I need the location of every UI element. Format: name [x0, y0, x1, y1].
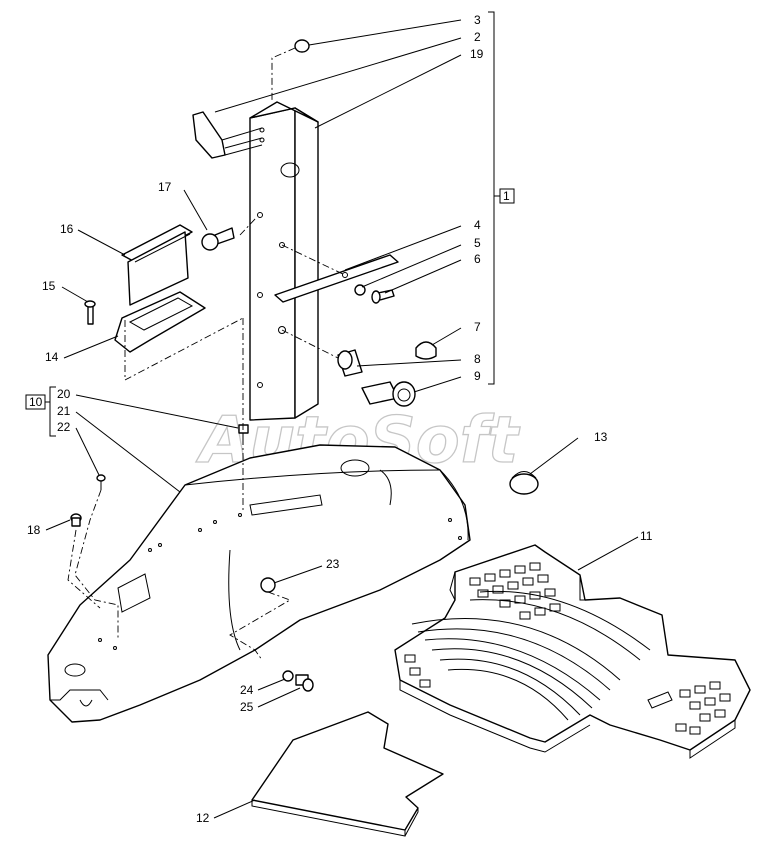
bracket-part [192, 111, 263, 159]
screw-17-part [201, 227, 235, 251]
callout-5: 5 [474, 236, 481, 250]
callout-3: 3 [474, 13, 481, 27]
callout-17: 17 [158, 180, 172, 194]
washer-24-part [282, 670, 294, 682]
callout-2: 2 [474, 30, 481, 44]
box-16-part [121, 224, 193, 306]
callout-1: 1 [503, 189, 510, 203]
group-bracket-10 [25, 386, 56, 437]
bushing-8-part [337, 349, 363, 377]
bezel-14-part [114, 291, 206, 353]
floor-mat-part [251, 711, 444, 837]
callout-labels: 3 2 19 1 17 16 15 14 4 5 6 7 8 9 10 20 2… [27, 13, 653, 825]
callout-12: 12 [196, 811, 210, 825]
callout-25: 25 [240, 700, 254, 714]
callout-4: 4 [474, 218, 481, 232]
screw-6-part [371, 289, 395, 304]
cowl-panel-part [47, 444, 471, 723]
knob-7-part [415, 341, 437, 360]
screw-15-part [84, 300, 96, 325]
nut-23-part [260, 577, 276, 593]
rod-4-part [274, 254, 399, 303]
callout-9: 9 [474, 369, 481, 383]
leader-lines [45, 19, 639, 819]
callout-7: 7 [474, 320, 481, 334]
callout-11: 11 [640, 529, 653, 543]
lever-9-part [361, 381, 416, 407]
callout-6: 6 [474, 252, 481, 266]
steering-column-part [249, 101, 319, 421]
callout-14: 14 [45, 350, 59, 364]
washer-5-part [354, 284, 366, 296]
callout-20: 20 [57, 387, 71, 401]
assembly-lines [67, 47, 346, 661]
grommet-13-part [509, 471, 539, 495]
floor-grille-part [394, 544, 751, 759]
screw-18-part [70, 513, 82, 527]
callout-18: 18 [27, 523, 41, 537]
callout-8: 8 [474, 352, 481, 366]
cap-3-part [294, 39, 310, 53]
callout-13: 13 [594, 430, 608, 444]
group-bracket-1 [488, 11, 515, 385]
callout-10: 10 [29, 395, 43, 409]
callout-21: 21 [57, 404, 71, 418]
callout-24: 24 [240, 683, 254, 697]
callout-22: 22 [57, 420, 71, 434]
callout-19: 19 [470, 47, 484, 61]
screw-22-part [96, 474, 106, 490]
callout-15: 15 [42, 279, 56, 293]
bolt-25-part [295, 674, 314, 692]
callout-16: 16 [60, 222, 74, 236]
callout-23: 23 [326, 557, 340, 571]
